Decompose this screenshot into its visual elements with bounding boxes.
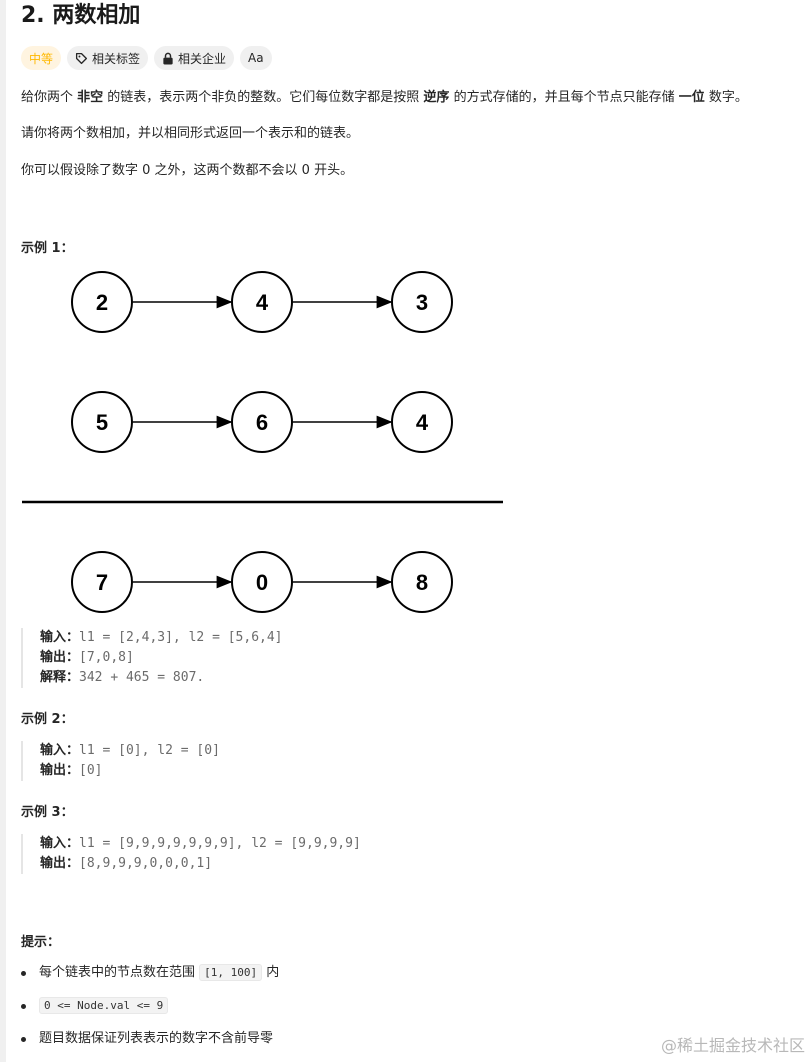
bullet-icon xyxy=(21,1037,26,1042)
label: 输入： xyxy=(40,836,80,851)
difficulty-label: 中等 xyxy=(29,51,54,66)
example-3-block: 输入：l1 = [9,9,9,9,9,9,9], l2 = [9,9,9,9] … xyxy=(21,834,361,874)
value: [8,9,9,9,0,0,0,1] xyxy=(79,856,213,871)
example-2-title: 示例 2： xyxy=(21,712,74,727)
text: 给你两个 xyxy=(21,90,78,105)
bullet-icon xyxy=(21,971,26,976)
example-input: 输入：l1 = [9,9,9,9,9,9,9], l2 = [9,9,9,9] xyxy=(40,834,361,854)
node-value: 5 xyxy=(96,410,108,435)
example-output: 输出：[8,9,9,9,0,0,0,1] xyxy=(40,854,361,874)
label: 输出： xyxy=(40,650,80,665)
example-input: 输入：l1 = [0], l2 = [0] xyxy=(40,741,220,761)
text: 的方式存储的，并且每个节点只能存储 xyxy=(449,90,679,105)
tag-bar: 中等 相关标签 相关企业 Aa xyxy=(21,46,272,70)
list-item: 每个链表中的节点数在范围 [1, 100] 内 xyxy=(21,963,279,983)
value: [7,0,8] xyxy=(79,650,134,665)
bullet-icon xyxy=(21,1004,26,1009)
example-input: 输入：l1 = [2,4,3], l2 = [5,6,4] xyxy=(40,628,283,648)
list-row-l2: 5 6 4 xyxy=(71,391,453,453)
value: [0] xyxy=(79,763,103,778)
example-2-block: 输入：l1 = [0], l2 = [0] 输出：[0] xyxy=(21,741,220,781)
node-value: 7 xyxy=(96,570,108,595)
node-value: 6 xyxy=(256,410,268,435)
list-row-result: 7 0 8 xyxy=(71,551,453,613)
emphasis: 非空 xyxy=(77,90,104,105)
example-1-block: 输入：l1 = [2,4,3], l2 = [5,6,4] 输出：[7,0,8]… xyxy=(21,628,283,688)
text: 的链表，表示两个非负的整数。它们每位数字都是按照 xyxy=(103,90,424,105)
left-rail xyxy=(0,0,6,1062)
lock-icon xyxy=(162,52,174,65)
list-item: 0 <= Node.val <= 9 xyxy=(21,996,279,1016)
node-value: 4 xyxy=(416,410,429,435)
related-tags-button[interactable]: 相关标签 xyxy=(67,46,149,70)
value: l1 = [2,4,3], l2 = [5,6,4] xyxy=(79,630,283,645)
inline-code: 0 <= Node.val <= 9 xyxy=(39,997,169,1014)
emphasis: 逆序 xyxy=(423,90,450,105)
problem-title: 2. 两数相加 xyxy=(21,3,141,28)
node-value: 0 xyxy=(256,570,268,595)
node-value: 3 xyxy=(416,290,428,315)
related-tags-label: 相关标签 xyxy=(92,51,141,66)
value: 342 + 465 = 807. xyxy=(79,670,205,685)
example-1-title: 示例 1： xyxy=(21,241,74,256)
hints-title: 提示： xyxy=(21,935,61,950)
label: 输出： xyxy=(40,763,80,778)
description-paragraph-2: 请你将两个数相加，并以相同形式返回一个表示和的链表。 xyxy=(21,126,360,141)
text: 每个链表中的节点数在范围 xyxy=(39,965,200,980)
list-item: 题目数据保证列表表示的数字不含前导零 xyxy=(21,1029,279,1049)
watermark: @稀土掘金技术社区 xyxy=(660,1036,805,1055)
related-companies-button[interactable]: 相关企业 xyxy=(154,46,235,70)
label: 解释： xyxy=(40,670,80,685)
example-output: 输出：[0] xyxy=(40,761,220,781)
inline-code: [1, 100] xyxy=(199,964,263,981)
description-paragraph-1: 给你两个 非空 的链表，表示两个非负的整数。它们每位数字都是按照 逆序 的方式存… xyxy=(21,88,748,108)
emphasis: 一位 xyxy=(678,90,705,105)
difficulty-badge: 中等 xyxy=(21,46,62,70)
text: 数字。 xyxy=(704,90,748,105)
example-3-title: 示例 3： xyxy=(21,805,74,820)
hint-list: 每个链表中的节点数在范围 [1, 100] 内 0 <= Node.val <=… xyxy=(21,963,279,1062)
label: 输出： xyxy=(40,856,80,871)
value: l1 = [9,9,9,9,9,9,9], l2 = [9,9,9,9] xyxy=(79,836,361,851)
value: l1 = [0], l2 = [0] xyxy=(79,743,220,758)
label: 输入： xyxy=(40,743,80,758)
list-row-l1: 2 4 3 xyxy=(71,271,453,333)
text: 内 xyxy=(262,965,280,980)
example-output: 输出：[7,0,8] xyxy=(40,648,283,668)
related-companies-label: 相关企业 xyxy=(178,51,227,66)
node-value: 8 xyxy=(416,570,428,595)
node-value: 2 xyxy=(96,290,108,315)
label: 输入： xyxy=(40,630,80,645)
font-size-button[interactable]: Aa xyxy=(240,46,272,70)
text: 题目数据保证列表表示的数字不含前导零 xyxy=(39,1031,274,1046)
font-icon: Aa xyxy=(248,51,264,65)
linked-list-diagram: 2 4 3 5 6 4 7 0 8 xyxy=(22,271,503,613)
node-value: 4 xyxy=(256,290,269,315)
tag-icon xyxy=(75,52,88,65)
example-explanation: 解释：342 + 465 = 807. xyxy=(40,668,283,688)
description-paragraph-3: 你可以假设除了数字 0 之外，这两个数都不会以 0 开头。 xyxy=(21,163,354,178)
